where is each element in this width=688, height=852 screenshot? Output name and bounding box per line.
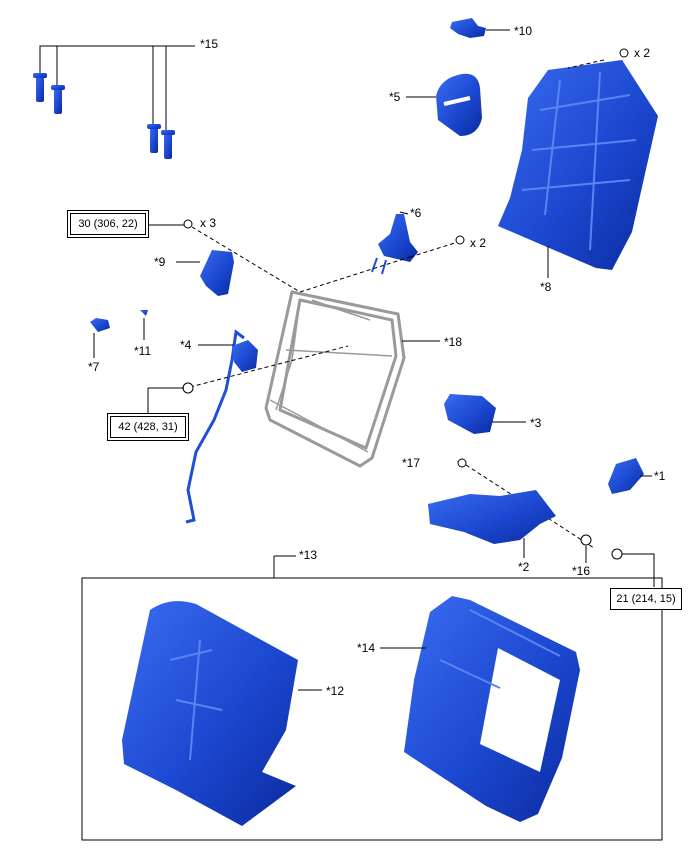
part-10-clip: [450, 18, 486, 38]
qty-9: x 3: [200, 216, 217, 230]
part-7-clip: [90, 318, 110, 332]
part-5-cover: [436, 73, 482, 136]
part-4-belt: [147, 329, 349, 524]
label-7: *7: [88, 360, 100, 374]
label-16: *16: [572, 564, 591, 578]
part-1-trim: [608, 458, 644, 494]
label-17: *17: [402, 456, 421, 470]
qty-8: x 2: [634, 46, 651, 60]
torque-box-4: 42 (428, 31): [107, 413, 189, 441]
label-14: *14: [357, 641, 376, 655]
label-2: *2: [518, 560, 530, 574]
part-12-cushion: [122, 601, 298, 826]
label-13: *13: [299, 548, 318, 562]
label-15: *15: [200, 37, 219, 51]
box-13: [81, 577, 663, 841]
label-5: *5: [389, 90, 401, 104]
part-8-board: [498, 60, 658, 270]
label-6: *6: [410, 206, 422, 220]
label-1: *1: [654, 469, 666, 483]
label-11: *11: [134, 344, 152, 358]
part-9-bracket: [200, 250, 234, 296]
label-12: *12: [326, 684, 345, 698]
pins-15: [39, 45, 195, 132]
label-3: *3: [530, 416, 542, 430]
part-6-bracket: [378, 214, 418, 262]
part-3-cupholder: [444, 394, 496, 434]
torque-box-2: 21 (214, 15): [610, 588, 682, 610]
part-18-frame: [264, 290, 406, 468]
label-9: *9: [154, 255, 166, 269]
label-10: *10: [514, 24, 533, 38]
pin-clips: [33, 73, 175, 159]
qty-6: x 2: [470, 236, 487, 250]
part-11-clip: [140, 310, 148, 316]
label-18: *18: [444, 335, 463, 349]
label-4: *4: [180, 338, 192, 352]
part-2-armrest: [428, 490, 556, 544]
label-8: *8: [540, 280, 552, 294]
torque-box-9: 30 (306, 22): [67, 210, 149, 238]
